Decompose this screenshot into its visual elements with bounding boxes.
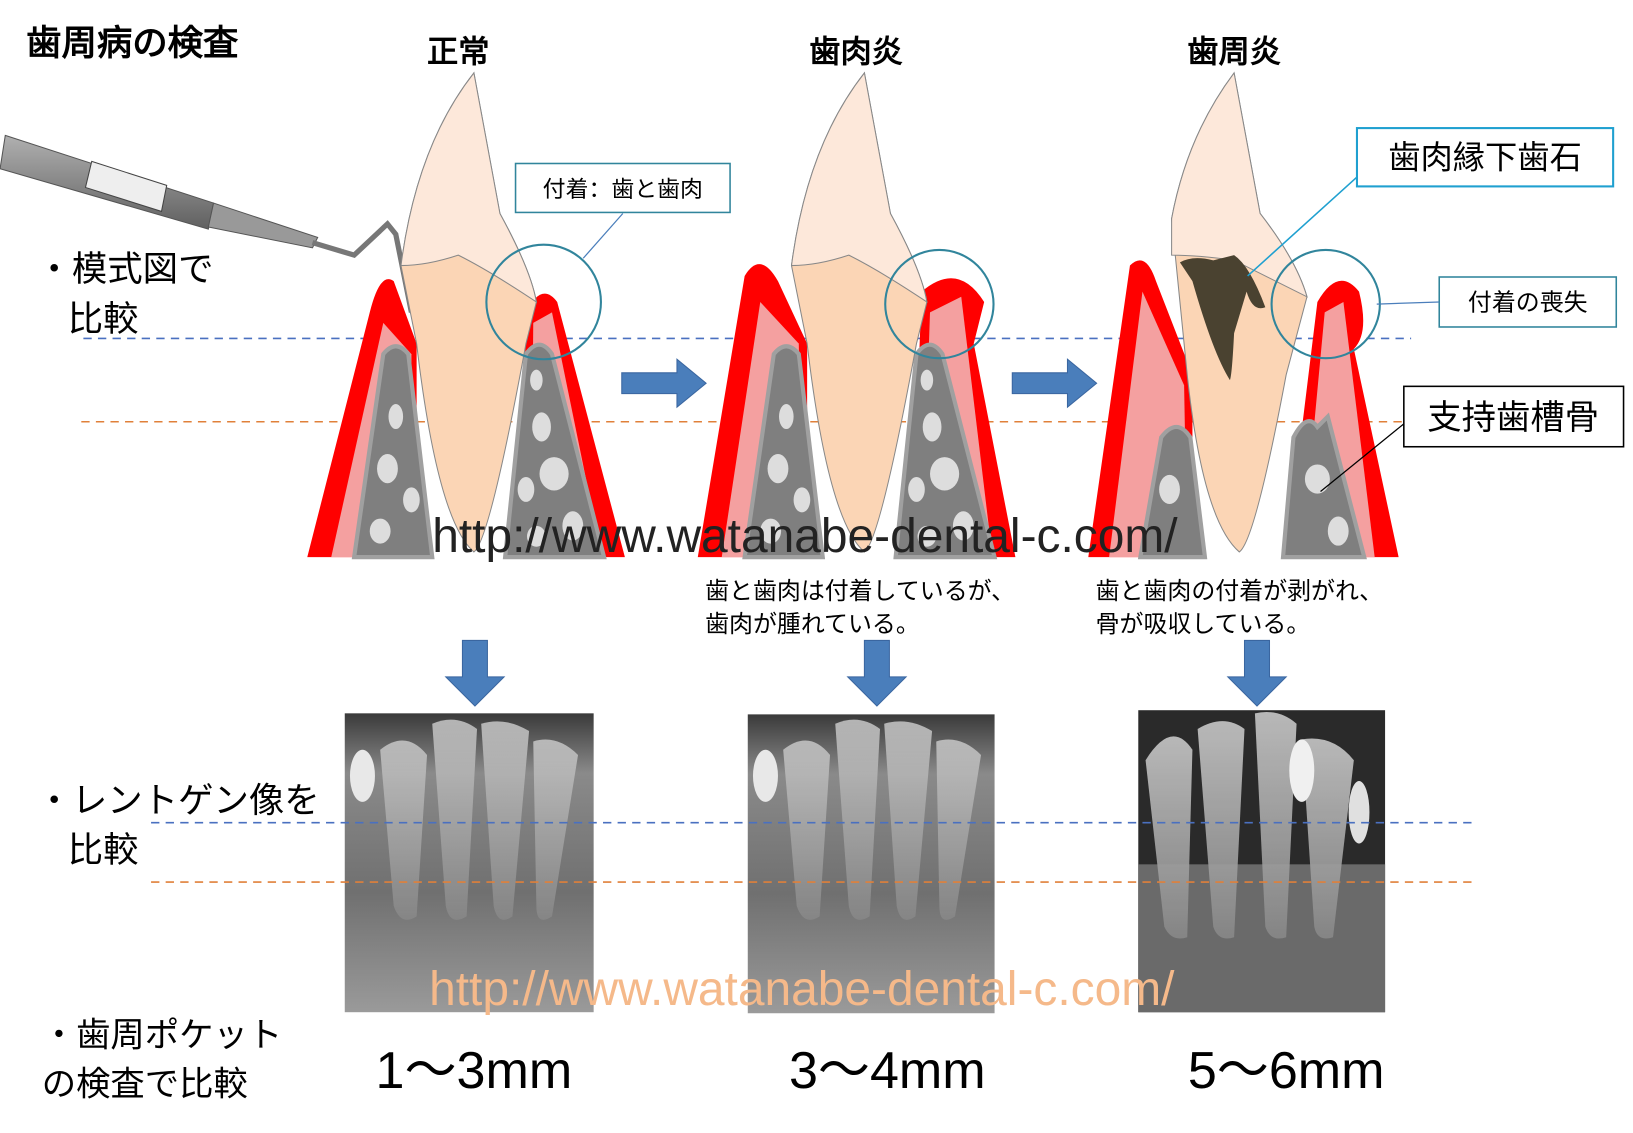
caption-periodontitis-1: 歯と歯肉の付着が剥がれ、	[1096, 577, 1384, 605]
xray-gingivitis	[747, 714, 995, 1014]
pocket-depth-periodontitis: 5〜6mm	[1188, 1042, 1385, 1100]
label-schematic-1: ・模式図で	[37, 249, 214, 290]
arrow-down-icon	[1226, 639, 1288, 707]
stage-label-periodontitis: 歯周炎	[1187, 34, 1281, 70]
arrow-right-icon	[1011, 358, 1098, 409]
label-schematic-2: 比較	[68, 299, 139, 340]
xray-periodontitis	[1138, 710, 1386, 1013]
calculus-shape	[1179, 255, 1266, 381]
callout-subgingival-calculus: 歯肉縁下歯石	[1247, 127, 1615, 277]
callout-attachment-loss: 付着の喪失	[1376, 276, 1618, 328]
attachment-circle	[485, 243, 602, 361]
arrow-right-icon	[621, 358, 707, 409]
stage-label-gingivitis: 歯肉炎	[809, 34, 903, 70]
watermark-url: http://www.watanabe-dental-c.com/	[429, 963, 1175, 1016]
watermark-url: http://www.watanabe-dental-c.com/	[432, 510, 1178, 563]
arrow-down-icon	[846, 639, 908, 707]
svg-text:付着の喪失: 付着の喪失	[1468, 288, 1588, 316]
page-title: 歯周病の検査	[26, 23, 239, 64]
arrow-down-icon	[444, 639, 506, 707]
svg-text:付着：歯と歯肉: 付着：歯と歯肉	[543, 177, 703, 203]
tooth-diagram-gingivitis	[697, 71, 1016, 557]
label-xray-1: ・レントゲン像を	[37, 780, 320, 821]
caption-periodontitis-2: 骨が吸収している。	[1096, 610, 1311, 638]
caption-gingivitis-2: 歯肉が腫れている。	[705, 610, 920, 638]
tooth-diagram-normal	[307, 71, 625, 557]
svg-text:支持歯槽骨: 支持歯槽骨	[1427, 398, 1599, 438]
callout-attachment: 付着：歯と歯肉	[514, 162, 731, 259]
tooth-diagram-periodontitis	[1088, 71, 1399, 560]
xray-normal	[344, 713, 594, 1013]
periodontal-probe-icon	[0, 134, 414, 313]
callout-alveolar-bone: 支持歯槽骨	[1320, 385, 1625, 493]
caption-gingivitis-1: 歯と歯肉は付着しているが、	[705, 577, 1015, 605]
label-pocket-1: ・歯周ポケット	[42, 1016, 283, 1056]
label-pocket-2: の検査で比較	[42, 1065, 248, 1105]
label-xray-2: 比較	[68, 830, 139, 871]
pocket-depth-gingivitis: 3〜4mm	[789, 1042, 986, 1100]
pocket-depth-normal: 1〜3mm	[376, 1042, 573, 1100]
svg-text:歯肉縁下歯石: 歯肉縁下歯石	[1388, 139, 1582, 177]
stage-label-normal: 正常	[427, 34, 489, 70]
